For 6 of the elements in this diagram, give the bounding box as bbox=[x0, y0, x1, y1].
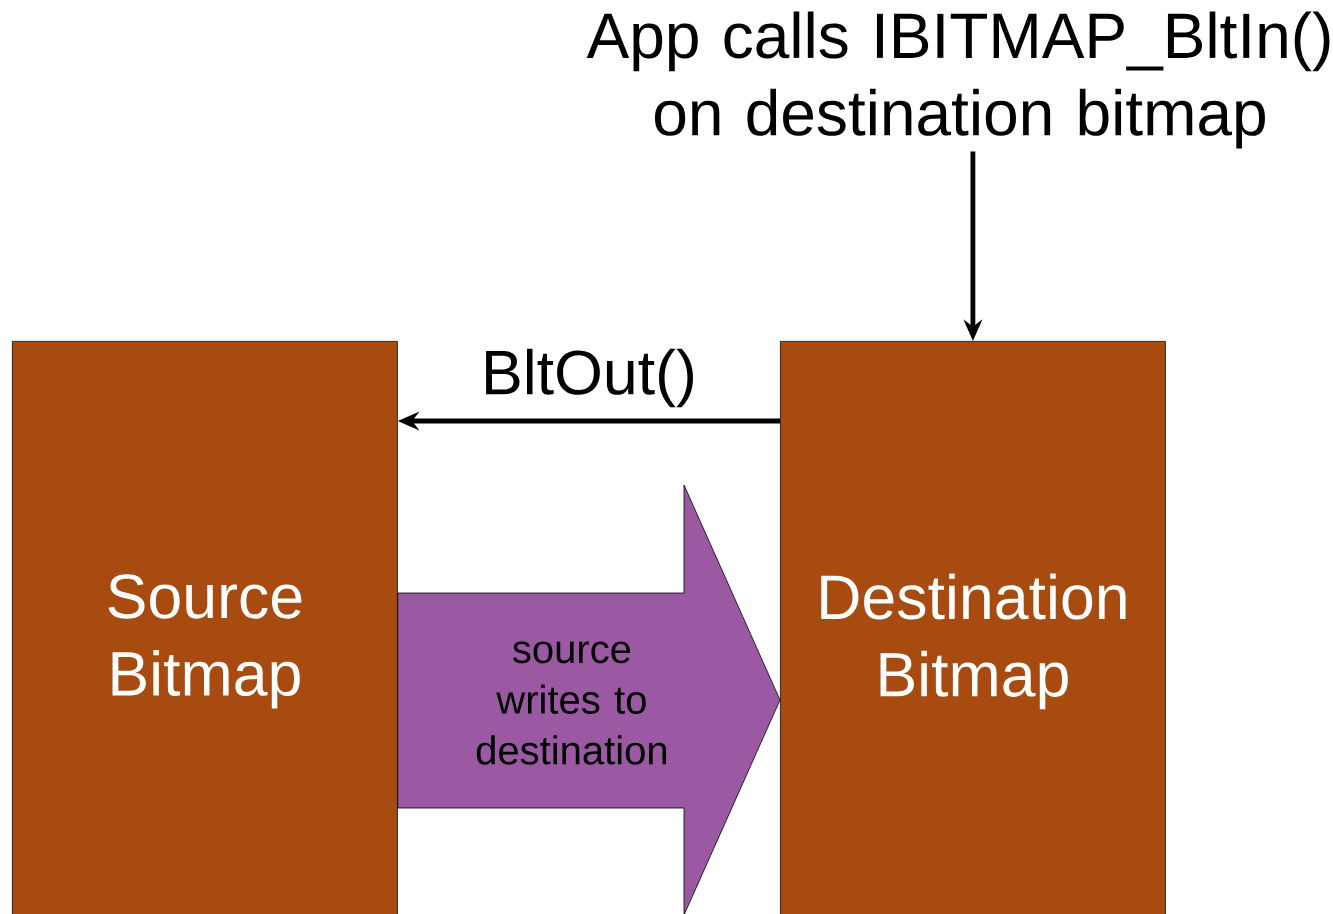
edge-label: source writes to destination bbox=[476, 641, 667, 765]
bitmap-box: Source Bitmap bbox=[12, 341, 398, 914]
bitmap-box: Destination Bitmap bbox=[780, 341, 1166, 914]
edge-label: BltOut() bbox=[486, 348, 693, 408]
caption-text: App calls IBITMAP_BltIn() on destination bitmap bbox=[586, 11, 1330, 149]
block-arrow bbox=[397, 484, 781, 914]
